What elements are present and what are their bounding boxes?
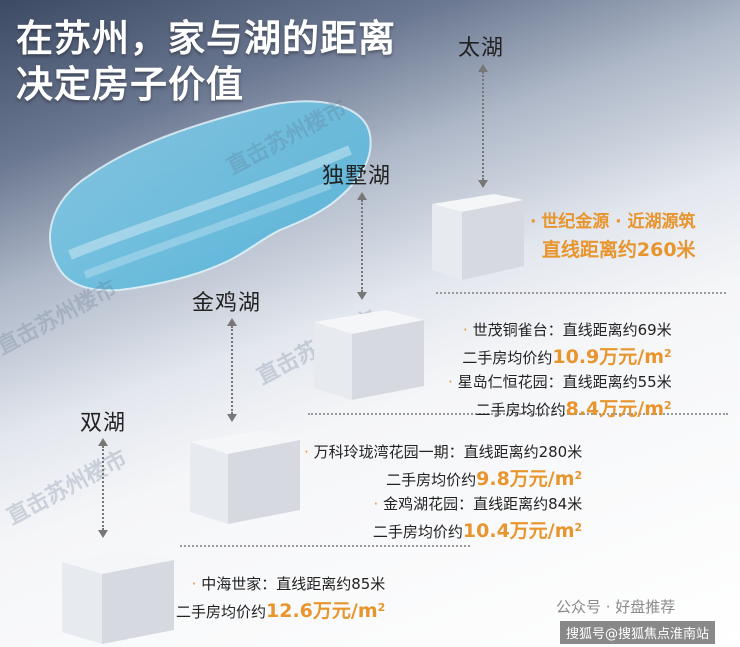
- headline: 在苏州，家与湖的距离 决定房子价值: [16, 16, 396, 108]
- jinji-row3: 星岛仁恒花园：直线距离约55米: [457, 373, 672, 391]
- separator-2: [308, 413, 728, 415]
- shuanghu-row2-prefix: 二手房均价约: [386, 471, 477, 489]
- connector-dushuhu: [361, 200, 363, 292]
- arrow-up-dushuhu: [357, 192, 367, 200]
- unit-sup: 2: [574, 469, 583, 482]
- separator-1: [436, 292, 726, 294]
- arrow-down-shuanghu: [98, 530, 108, 538]
- shuanghu-row3: 金鸡湖花园：直线距离约84米: [383, 495, 583, 513]
- label-dushuhu: 独墅湖: [322, 164, 392, 189]
- cube-dushu: [432, 194, 524, 280]
- unit-sup: 2: [377, 601, 386, 614]
- cube-shuanghu: [190, 430, 300, 524]
- jinji-row2-price: 10.9万元/m: [552, 346, 664, 368]
- jinji-row4-price: 8.4万元/m: [565, 398, 664, 420]
- shuanghu-row4-prefix: 二手房均价约: [372, 523, 463, 541]
- unit-sup: 2: [574, 521, 583, 534]
- arrow-up-jinjihu: [227, 318, 237, 326]
- headline-line2: 决定房子价值: [16, 63, 244, 106]
- label-shuanghu: 双湖: [80, 411, 127, 436]
- shuanghu-row2-price: 9.8万元/m: [476, 468, 575, 490]
- jinji-row1: 世茂铜雀台：直线距离约69米: [472, 321, 672, 339]
- shuanghu-row4-price: 10.4万元/m: [462, 520, 575, 542]
- headline-line1: 在苏州，家与湖的距离: [16, 17, 396, 60]
- jinji-row2-prefix: 二手房均价约: [462, 349, 553, 367]
- bottom-row2-price: 12.6万元/m: [266, 600, 378, 622]
- footer-account: 公众号 · 好盘推荐: [556, 598, 676, 616]
- arrow-down-taihu: [478, 180, 488, 188]
- unit-sup: 2: [664, 399, 672, 412]
- bullet: ·: [304, 443, 309, 461]
- connector-shuanghu: [102, 446, 104, 530]
- label-taihu: 太湖: [458, 36, 505, 61]
- jinji-row4-prefix: 二手房均价约: [475, 401, 566, 419]
- arrow-down-jinjihu: [227, 414, 237, 422]
- info-dushu: · 世纪金源 · 近湖源筑 直线距离约260米: [530, 208, 696, 264]
- shuanghu-row1: 万科玲珑湾花园一期：直线距离约280米: [313, 443, 583, 461]
- bullet: ·: [530, 212, 537, 232]
- bullet: ·: [191, 575, 197, 593]
- connector-taihu: [482, 72, 484, 180]
- bullet: ·: [463, 321, 468, 339]
- bullet: ·: [373, 495, 379, 513]
- info-jinji: · 世茂铜雀台：直线距离约69米 二手房均价约10.9万元/m2 · 星岛仁恒花…: [448, 318, 672, 422]
- arrow-up-taihu: [478, 64, 488, 72]
- bottom-row1: 中海世家：直线距离约85米: [201, 575, 386, 593]
- cube-bottom: [62, 550, 174, 644]
- cube-jinji: [314, 310, 424, 400]
- info-shuanghu: · 万科玲珑湾花园一期：直线距离约280米 二手房均价约9.8万元/m2 · 金…: [304, 440, 582, 544]
- info-bottom: · 中海世家：直线距离约85米 二手房均价约12.6万元/m2: [176, 572, 385, 624]
- bottom-row2-prefix: 二手房均价约: [176, 603, 267, 621]
- connector-jinjihu: [231, 326, 233, 414]
- arrow-up-shuanghu: [98, 438, 108, 446]
- dushu-distance: 直线距离约260米: [541, 239, 696, 261]
- bullet: ·: [448, 373, 453, 391]
- watermark-4: 直击苏州楼市: [3, 446, 132, 531]
- footer-source: 搜狐号@搜狐焦点淮南站: [560, 621, 716, 644]
- lake-illustration: [49, 100, 372, 292]
- label-jinjihu: 金鸡湖: [192, 291, 262, 316]
- arrow-down-dushuhu: [357, 292, 367, 300]
- dushu-project-name: 世纪金源 · 近湖源筑: [541, 212, 696, 232]
- separator-3: [180, 545, 470, 547]
- unit-sup: 2: [664, 347, 672, 360]
